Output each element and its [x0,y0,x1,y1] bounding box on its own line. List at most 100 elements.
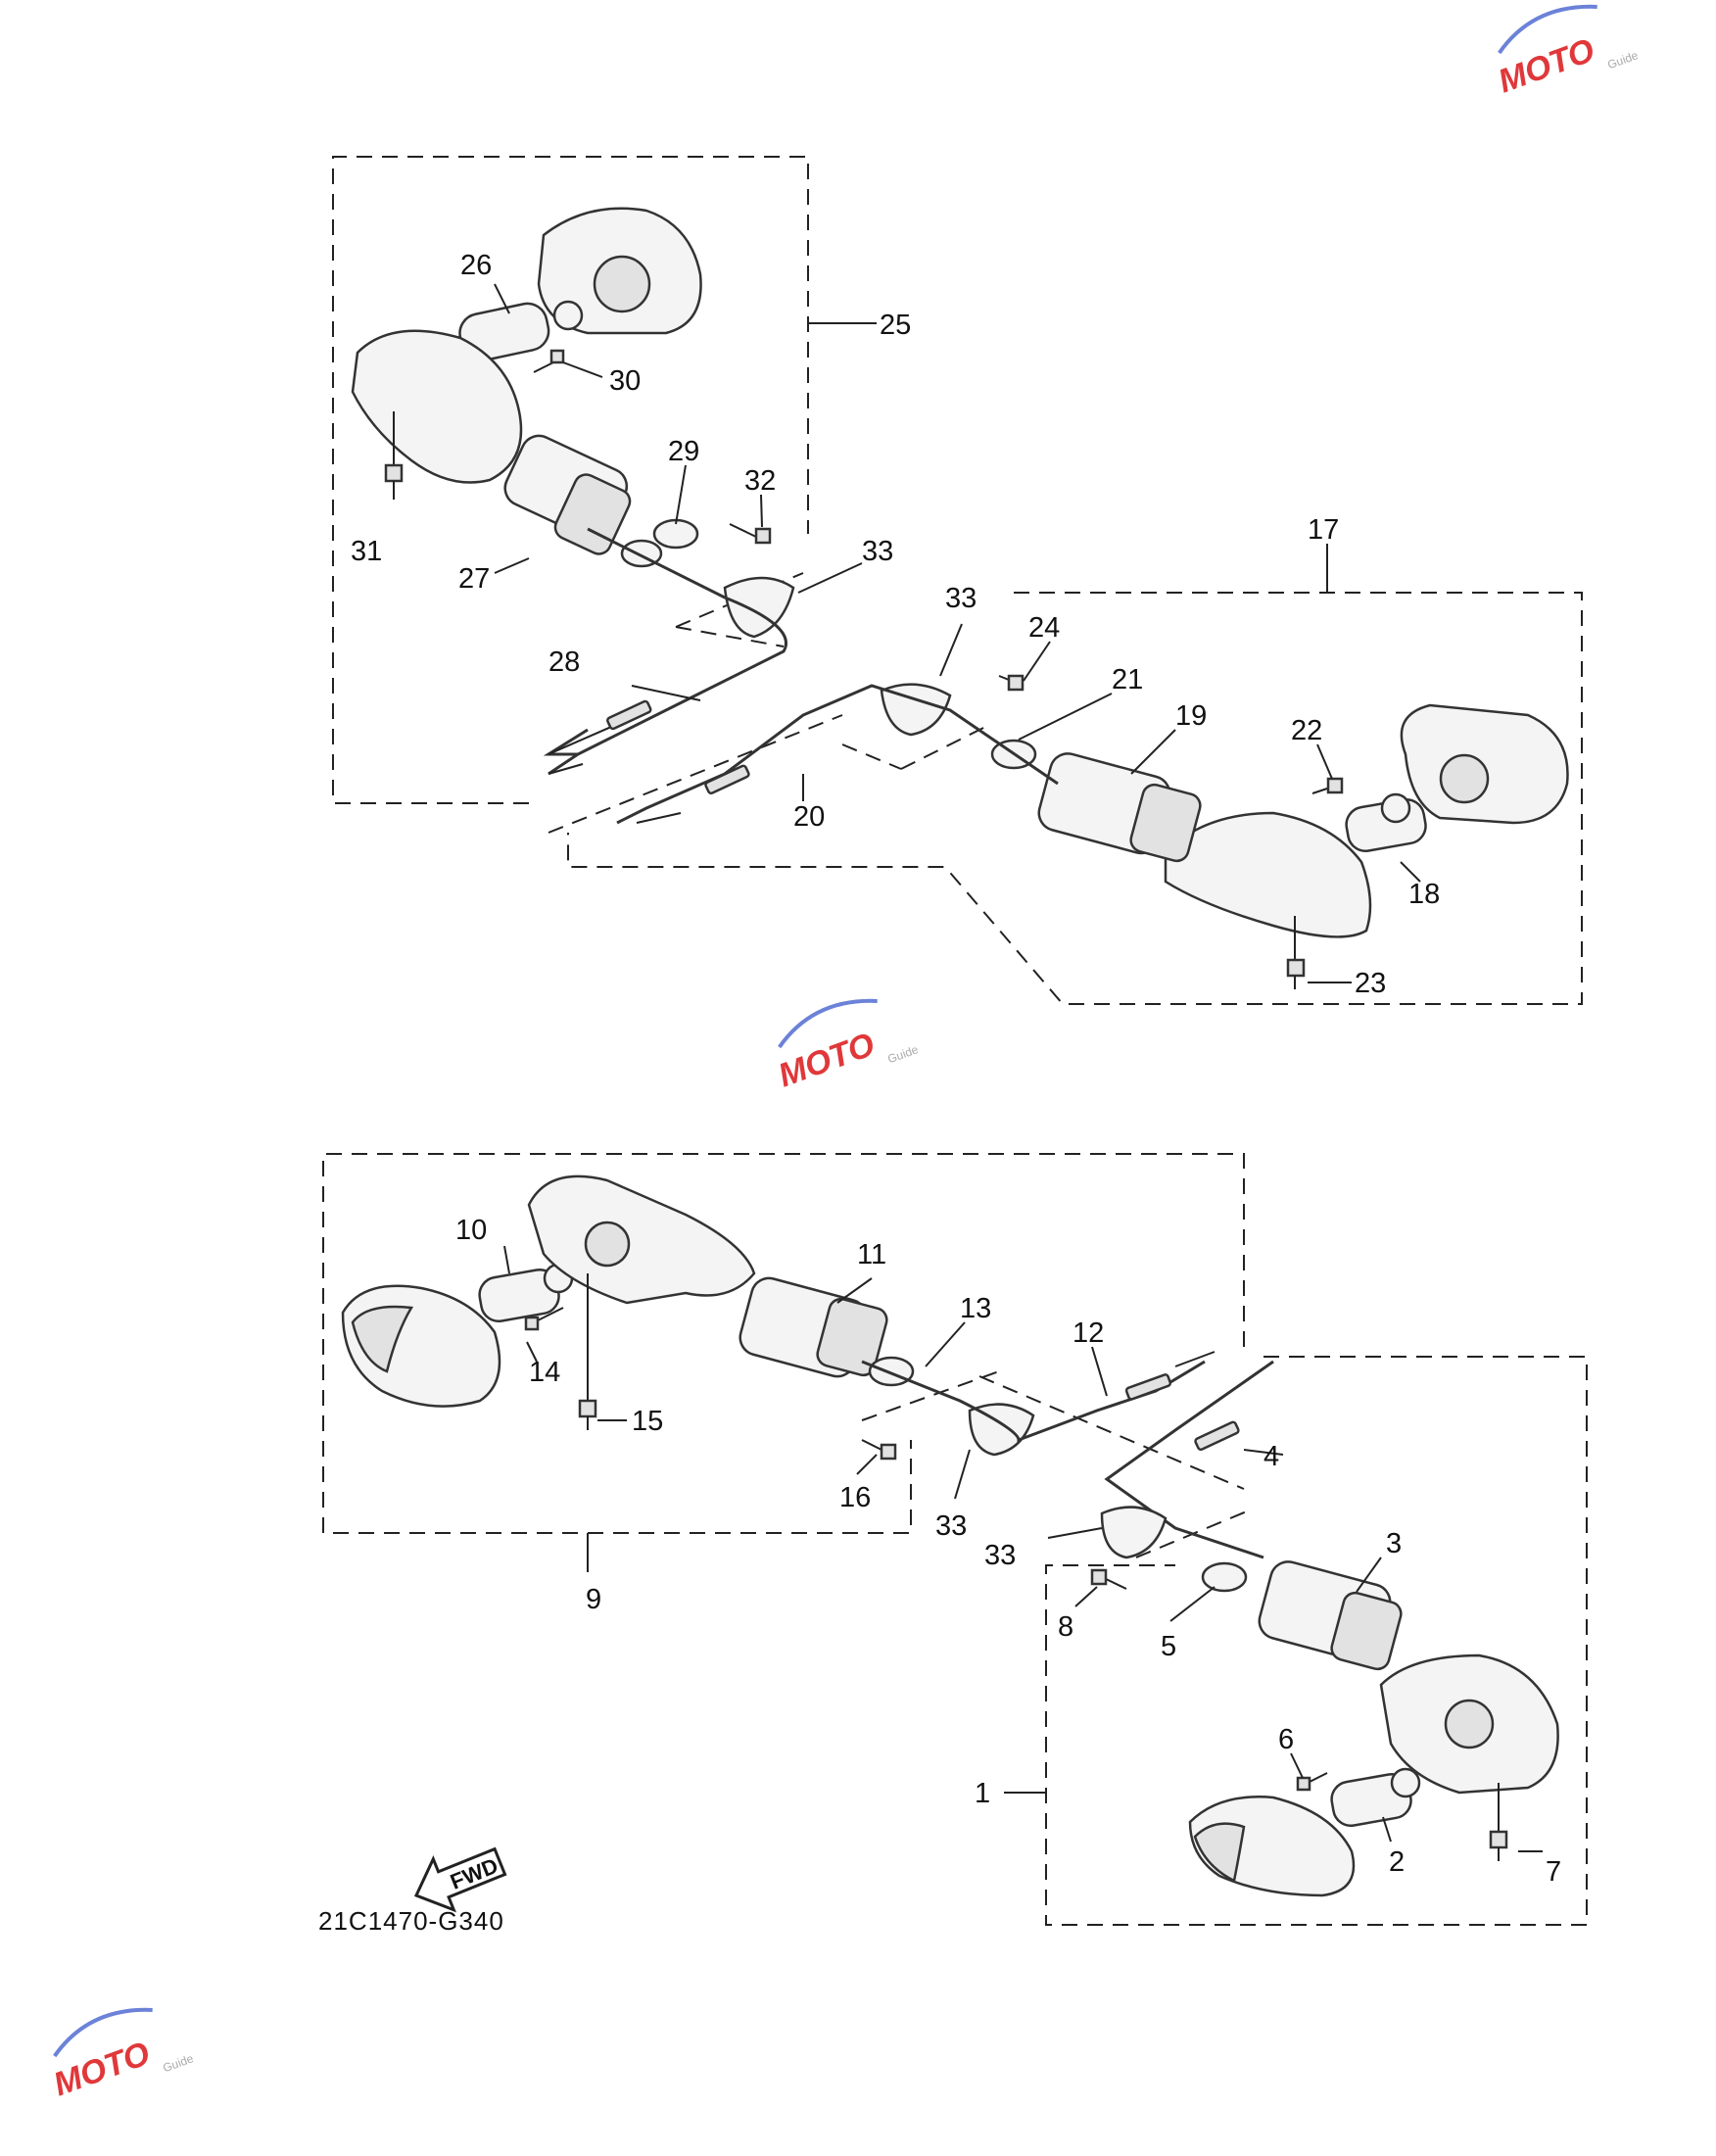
screw-22 [1311,777,1344,794]
callout-28: 28 [548,647,580,678]
wire-lead [548,763,584,775]
screw-6 [1296,1772,1328,1792]
lens-hole-right [1439,753,1490,804]
stem-housing-11 [739,1276,888,1378]
callout-labels: 25 26 30 29 32 31 27 33 28 17 33 24 21 1… [351,250,1561,1888]
stem-housing-19 [1037,752,1202,863]
screw-8 [1090,1568,1127,1590]
watermark-bottom-left: MOTO Guide [49,2007,196,2104]
lens-housing-right [1400,703,1569,825]
wiring-28b [543,728,589,756]
lens-hole-bottom-right [1444,1699,1495,1749]
callout-5: 5 [1161,1631,1176,1662]
connector-4 [1194,1420,1240,1451]
svg-text:Guide: Guide [161,2051,195,2075]
callout-15: 15 [632,1406,663,1437]
wire-lead-20 [636,812,682,824]
bulb-18 [1345,792,1427,852]
callout-23: 23 [1355,968,1386,999]
bracket-33-top [723,576,795,639]
screw-31 [384,411,404,500]
callout-30: 30 [609,365,641,397]
callout-7: 7 [1546,1856,1561,1888]
lens-grille-right [1193,1822,1246,1883]
assembly-1 [1090,1360,1559,1897]
callout-31: 31 [351,536,382,567]
watermark-top-right: MOTO Guide [1494,4,1641,101]
assembly-25 [351,207,795,776]
assembly-1-boundary [1045,1356,1588,1926]
assembly-9-boundary-main [322,1153,1245,1534]
screw-14 [524,1307,564,1331]
callout-32: 32 [744,465,776,497]
callout-9: 9 [586,1584,601,1615]
callout-33-left: 33 [935,1510,967,1542]
callout-33-top: 33 [862,536,893,567]
screw-16 [861,1439,897,1461]
callout-2: 2 [1389,1846,1405,1878]
callout-16: 16 [839,1482,871,1513]
turn-signal-lens-right [1164,811,1372,938]
screw-32 [729,523,772,545]
callout-27: 27 [458,563,490,595]
washer-5 [1201,1561,1248,1593]
screw-24 [998,674,1025,692]
connector-12 [1124,1373,1172,1401]
guide-line [1135,1508,1255,1558]
washer-13 [868,1356,915,1387]
washer-29 [652,518,699,550]
diagram-code: 21C1470-G340 [318,1906,504,1936]
wiring-4 [1104,1360,1274,1559]
callout-25: 25 [880,310,911,341]
bulb-10 [478,1263,574,1322]
wire-lead-12 [1174,1351,1216,1367]
watermark-center: MOTO Guide [774,998,921,1095]
callout-33-mid: 33 [945,583,977,614]
callout-10: 10 [455,1215,487,1246]
stem-housing-3 [1258,1560,1403,1671]
stem-housing-27 [503,434,632,555]
callout-11: 11 [857,1239,886,1270]
screw-15 [578,1273,597,1430]
screw-7 [1489,1783,1508,1861]
assembly-9 [341,1174,1216,1461]
bracket-33-right [1100,1506,1168,1559]
leader-lines [494,283,1543,1852]
callout-1: 1 [975,1778,990,1809]
lens-hole [593,255,651,313]
guide-line [548,714,843,834]
callout-12: 12 [1072,1318,1104,1349]
guide-line [841,743,902,770]
callout-14: 14 [529,1357,560,1388]
bracket-33-mid [880,683,952,737]
callout-3: 3 [1386,1528,1402,1559]
callout-8: 8 [1058,1611,1073,1643]
callout-13: 13 [960,1293,991,1324]
lens-housing-left [527,1174,756,1305]
svg-text:Guide: Guide [885,1042,920,1066]
connector [606,699,652,731]
callout-6: 6 [1278,1724,1294,1755]
wiring-20 [616,684,1059,825]
callout-19: 19 [1175,700,1207,732]
callout-18: 18 [1408,879,1440,910]
guide-line [900,724,990,770]
screw-23 [1286,916,1306,989]
callout-22: 22 [1291,715,1322,746]
connector-20 [704,764,750,794]
svg-text:Guide: Guide [1605,48,1640,72]
assembly-17-boundary [567,592,1583,1005]
callout-26: 26 [460,250,492,281]
bulb-2 [1330,1767,1421,1827]
guide-line [675,626,785,647]
screw-30 [533,349,565,373]
callout-29: 29 [668,436,699,467]
wiring-28 [548,527,787,776]
assembly-25-boundary [332,156,809,804]
assembly-17 [616,674,1569,989]
callout-20: 20 [793,801,825,833]
lens-hole-left [584,1221,631,1268]
callout-21: 21 [1112,664,1143,695]
callout-33-right: 33 [984,1540,1016,1571]
